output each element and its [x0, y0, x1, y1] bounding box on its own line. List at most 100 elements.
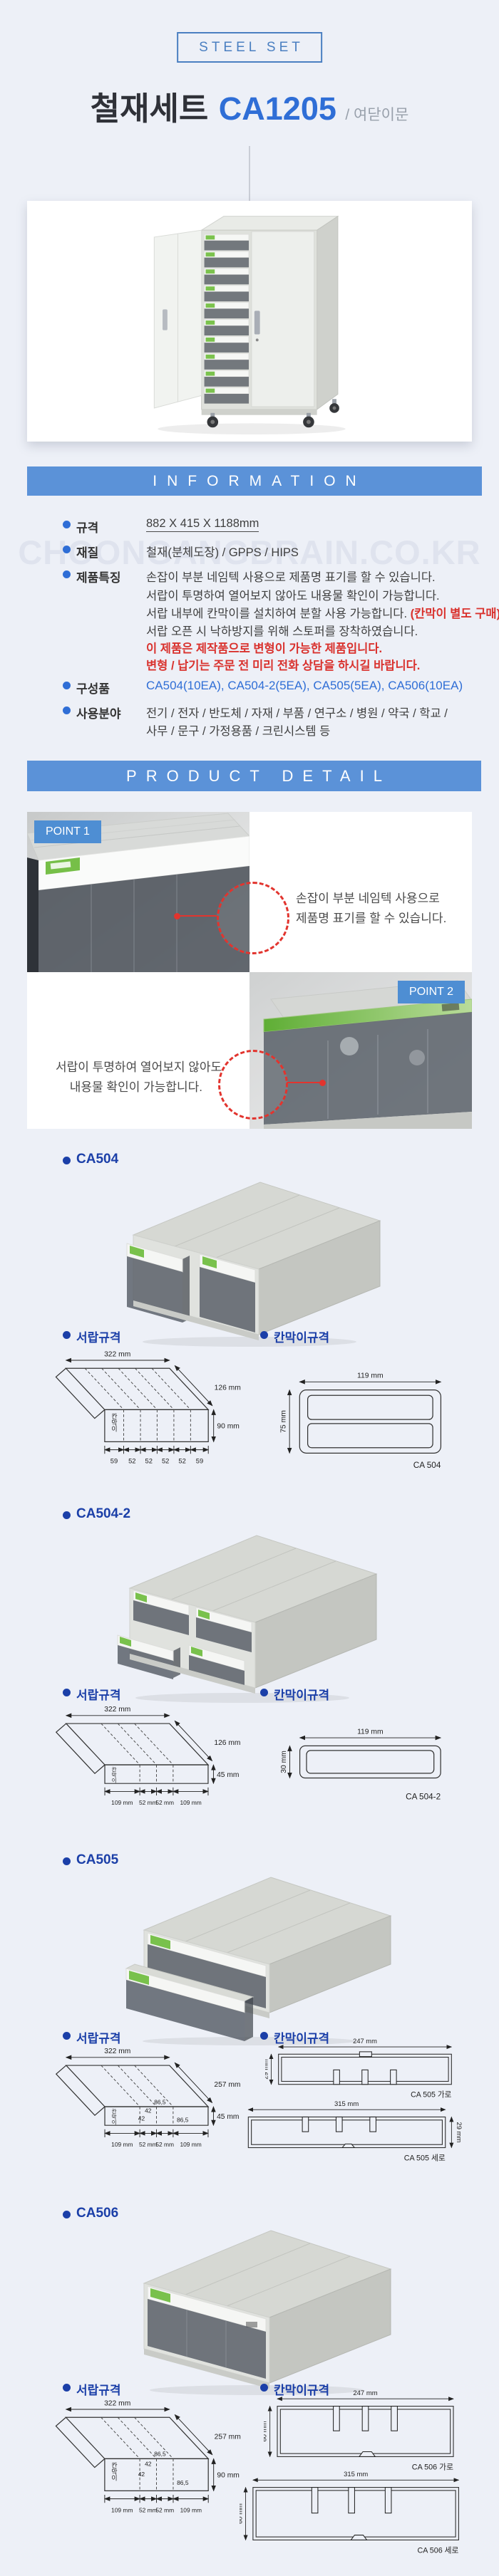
- dim-label: 60 mm: [264, 2421, 268, 2441]
- ca505-photo: [125, 1877, 392, 2045]
- divider-spec-label: 칸막이규격: [274, 2384, 330, 2397]
- bullet: [63, 521, 71, 528]
- title-subtitle: / 여닫이문: [345, 107, 409, 123]
- ca505-divider-h-drawing: 247 mm 29 mm CA 505 가로: [265, 2038, 453, 2100]
- bullet: [63, 2211, 71, 2218]
- ca504-divider-drawing: 119 mm 75 mm CA 504: [279, 1372, 442, 1470]
- watermark: CHOONGANGBRAIN.CO.KR: [18, 533, 481, 571]
- bullet: [260, 2032, 268, 2040]
- dim-label: 45 mm: [217, 2113, 239, 2121]
- callout-dot: [174, 913, 180, 919]
- seg-label: 109 mm: [180, 1799, 201, 1806]
- inner-dim: 86,5: [177, 2479, 189, 2486]
- notice-line: 변형 / 납기는 주문 전 미리 전화 상담을 하시길 바랍니다.: [146, 659, 421, 672]
- inner-label: 칸막이: [111, 1766, 118, 1783]
- title-model: CA1205: [218, 90, 336, 127]
- seg-label: 52 mm: [155, 2506, 174, 2513]
- drawer-spec-label: 서랍규격: [76, 1689, 121, 1702]
- lower-right-drawer: [188, 1644, 245, 1689]
- dim-label: 29 mm: [265, 2059, 269, 2080]
- inner-dim: 86,5: [177, 2117, 189, 2124]
- usage-line: 사무 / 문구 / 가정용품 / 크린시스템 등: [146, 725, 331, 738]
- seg-label: 109 mm: [111, 2141, 133, 2148]
- dim-label: 126 mm: [214, 1739, 240, 1747]
- point2-badge: POINT 2: [398, 981, 465, 1003]
- drawer: [147, 2285, 267, 2379]
- ca504-2-divider-drawing: 119 mm 30 mm CA 504-2: [280, 1728, 442, 1802]
- bullet: [63, 1157, 71, 1164]
- drawer-handle-closeup: [27, 812, 250, 973]
- bullet: [63, 2384, 71, 2392]
- seg-label: 109 mm: [180, 2506, 202, 2513]
- dim-label: 315 mm: [344, 2471, 368, 2478]
- dim-label: 315 mm: [334, 2101, 359, 2108]
- dim-label: 119 mm: [357, 1372, 384, 1380]
- material-value: 철재(분체도장) / GPPS / HIPS: [146, 546, 299, 559]
- bullet: [63, 546, 71, 553]
- ca506-divider-v-drawing: 315 mm 60 mm CA 506 세로: [240, 2471, 460, 2555]
- casters: [207, 399, 339, 428]
- dim-label: 60 mm: [240, 2503, 244, 2524]
- magnifier-circle: [218, 1050, 288, 1120]
- bullet: [260, 1689, 268, 1696]
- dim-label: 30 mm: [280, 1751, 288, 1773]
- drawer-spec-label: 서랍규격: [76, 2384, 121, 2397]
- seg-label: 109 mm: [180, 2141, 201, 2148]
- seg-label: 52 mm: [139, 1799, 158, 1806]
- components-label: 구성품: [76, 682, 110, 696]
- feature-line: 손잡이 부분 네임텍 사용으로 제품명 표기를 할 수 있습니다.: [146, 571, 436, 584]
- ca506-photo: [143, 2230, 392, 2395]
- steel-set-badge: STEEL SET: [177, 32, 322, 63]
- bottom-ticks: [104, 2129, 209, 2138]
- product-detail-header: PRODUCT DETAIL: [27, 761, 481, 791]
- inner-label: 칸막이: [111, 2107, 118, 2125]
- inner-dim: 42: [145, 2107, 152, 2114]
- seg-label: 52: [162, 1457, 169, 1464]
- bullet: [260, 2384, 268, 2392]
- inner-dim: 86,5: [154, 2098, 166, 2105]
- section-title-ca504-2: CA504-2: [76, 1506, 131, 1521]
- upper-right-drawer: [195, 1607, 252, 1652]
- inner-dim: 42: [138, 2471, 145, 2478]
- connector-line: [249, 146, 250, 201]
- upper-left-drawer: [133, 1590, 190, 1635]
- dim-label: 126 mm: [215, 1384, 241, 1392]
- drawing-label: CA 506 세로: [418, 2546, 459, 2555]
- bullet: [63, 1857, 71, 1865]
- seg-label: 52 mm: [139, 2506, 158, 2513]
- dim-label: 247 mm: [353, 2038, 377, 2045]
- callout-line: [179, 915, 217, 917]
- ca506-drawer-drawing: 322 mm 257 mm 86,5 42 42 86,5 칸막이 90 mm …: [55, 2399, 241, 2513]
- inner-label: 칸막이: [110, 1413, 118, 1433]
- seg-label: 52 mm: [155, 2141, 174, 2148]
- dim-label: 257 mm: [215, 2433, 241, 2441]
- seg-label: 52: [178, 1457, 185, 1464]
- seg-label: 52 mm: [155, 1799, 174, 1806]
- ca506-divider-h-drawing: 247 mm 60 mm CA 506 가로: [264, 2390, 454, 2472]
- title-name: 철재세트: [90, 90, 209, 127]
- bullet: [260, 1331, 268, 1339]
- divider-spec-label: 칸막이규격: [274, 2032, 330, 2045]
- features-label: 제품특징: [76, 571, 121, 585]
- drawing-label: CA 505 세로: [404, 2154, 446, 2163]
- spec-label: 규격: [76, 521, 99, 535]
- bullet: [63, 682, 71, 689]
- inner-dim: 86,5: [154, 2451, 166, 2458]
- dim-label: 322 mm: [104, 1350, 130, 1358]
- callout-line: [287, 1082, 322, 1083]
- divider-spec-label: 칸막이규격: [274, 1331, 330, 1345]
- bullet: [63, 706, 71, 714]
- page-title: 철재세트 CA1205 / 여닫이문: [0, 83, 499, 129]
- seg-label: 59: [110, 1457, 118, 1464]
- section-title-ca505: CA505: [76, 1852, 119, 1867]
- inner-dim: 42: [145, 2461, 152, 2468]
- bottom-ticks: [104, 1787, 209, 1796]
- main-photo-card: [27, 201, 472, 442]
- ca504-2-photo: [117, 1535, 378, 1703]
- drawing-label: CA 504: [413, 1461, 441, 1470]
- drawer-column: [204, 234, 250, 404]
- ca505-divider-v-drawing: 315 mm 29 mm CA 505 세로: [247, 2101, 462, 2163]
- seg-label: 109 mm: [111, 1799, 133, 1806]
- point1-photo: [27, 812, 250, 973]
